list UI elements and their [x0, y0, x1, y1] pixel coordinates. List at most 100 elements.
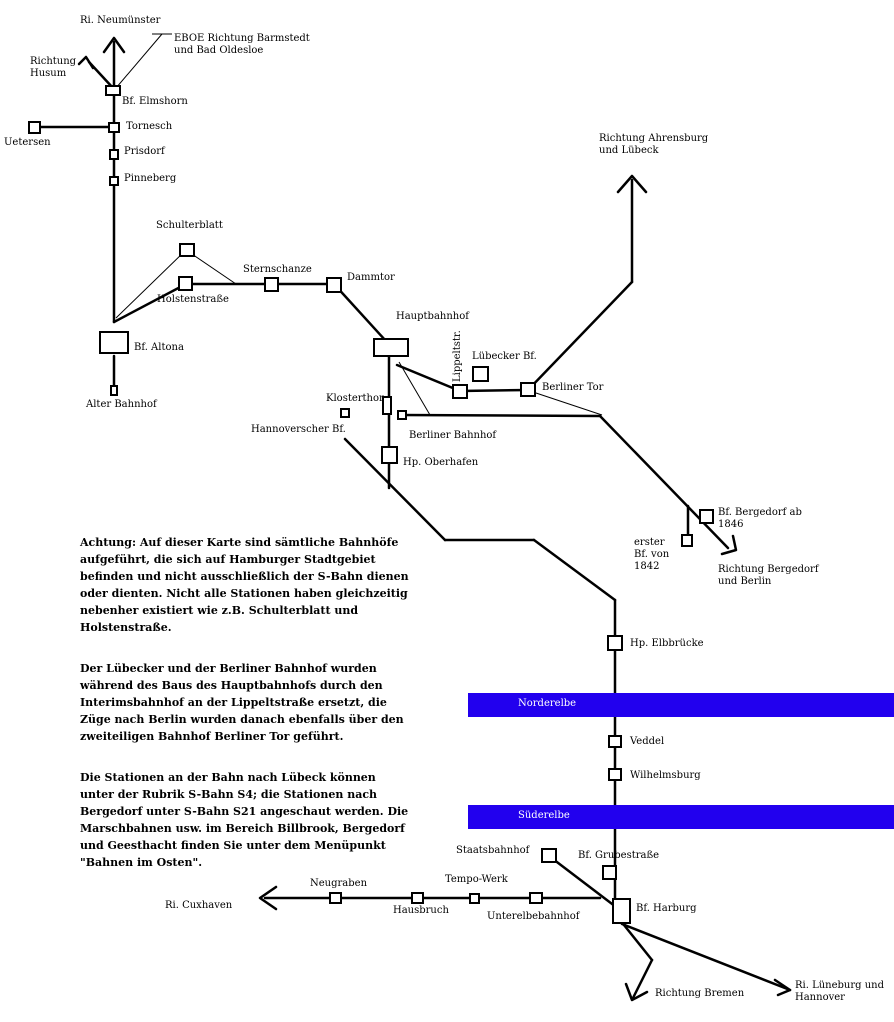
- station-marker-holstenstrasse: [178, 276, 193, 291]
- station-marker-prisdorf: [109, 149, 119, 160]
- station-marker-schulterblatt: [179, 243, 195, 257]
- direction-label-neumuenster: Ri. Neumünster: [80, 15, 161, 26]
- station-marker-dammtor: [326, 277, 342, 293]
- direction-label-eboe: EBOE Richtung Barmstedt und Bad Oldesloe: [174, 33, 310, 56]
- station-marker-berliner-bahnhof: [397, 410, 407, 420]
- direction-label-cuxhaven: Ri. Cuxhaven: [165, 900, 233, 911]
- station-marker-hannoverscher-bf: [340, 408, 350, 418]
- station-label-neugraben: Neugraben: [310, 878, 368, 889]
- station-label-klosterthor: Klosterthor: [326, 393, 384, 404]
- station-marker-grubestrasse: [602, 865, 617, 880]
- station-label-hausbruch: Hausbruch: [393, 905, 449, 916]
- arrow-cuxhaven: [258, 885, 278, 911]
- station-marker-alter-bahnhof: [110, 385, 118, 396]
- arrow-husum: [77, 55, 95, 70]
- line-hbf-berliner-bahnhof: [398, 361, 431, 416]
- arrow-lueneburg: [773, 978, 792, 997]
- direction-label-husum: Richtung Husum: [30, 56, 77, 79]
- station-label-prisdorf: Prisdorf: [124, 146, 165, 157]
- station-marker-elbbruecke: [607, 635, 623, 651]
- line-lippelt-berlinertor: [458, 388, 530, 393]
- station-label-veddel: Veddel: [630, 736, 665, 747]
- station-label-elmshorn: Bf. Elmshorn: [122, 96, 188, 107]
- station-marker-bergedorf: [699, 509, 714, 524]
- direction-label-bergedorf-berlin: Richtung Bergedorf und Berlin: [718, 564, 819, 587]
- line-eboe: [115, 33, 163, 89]
- station-label-hannoverscher-bf: Hannoverscher Bf.: [251, 424, 346, 435]
- line-hbf-lippelt: [395, 363, 462, 393]
- line-bergedorf: [598, 414, 730, 550]
- station-marker-unterelbebahnhof: [529, 892, 543, 904]
- station-marker-lippeltstr: [452, 384, 468, 399]
- station-marker-tornesch: [108, 122, 120, 133]
- line-lueneburg: [620, 922, 792, 992]
- station-marker-klosterthor: [382, 396, 392, 415]
- station-label-pinneberg: Pinneberg: [124, 173, 177, 184]
- station-marker-altona: [99, 331, 129, 354]
- station-marker-hausbruch: [411, 892, 424, 904]
- station-label-altona: Bf. Altona: [134, 342, 184, 353]
- line-dammtor-hbf: [332, 282, 387, 342]
- station-label-uetersen: Uetersen: [4, 137, 51, 148]
- station-label-hauptbahnhof: Hauptbahnhof: [396, 311, 469, 322]
- station-label-tornesch: Tornesch: [126, 121, 173, 132]
- line-berlinertor-north: [526, 280, 634, 392]
- station-marker-staatsbahnhof: [541, 848, 557, 863]
- river-label-suederelbe: Süderelbe: [518, 810, 570, 821]
- station-marker-berliner-tor: [520, 382, 536, 397]
- station-label-lippeltstr: Lippeltstr.: [452, 330, 463, 382]
- station-label-holstenstrasse: Holstenstraße: [157, 294, 229, 305]
- station-label-unterelbebahnhof: Unterelbebahnhof: [487, 911, 580, 922]
- station-label-alter-bahnhof: Alter Bahnhof: [86, 399, 157, 410]
- line-elbe-bend: [532, 538, 617, 602]
- line-bremen-1: [618, 918, 654, 962]
- station-label-staatsbahnhof: Staatsbahnhof: [456, 845, 530, 856]
- direction-label-ahrensburg: Richtung Ahrensburg und Lübeck: [599, 133, 709, 156]
- arrow-neumuenster: [102, 36, 126, 54]
- direction-label-bremen: Richtung Bremen: [655, 988, 745, 999]
- line-bremen-2: [631, 958, 654, 1000]
- station-marker-luebecker-bf: [472, 366, 489, 382]
- station-marker-neugraben: [329, 892, 342, 904]
- river-suederelbe: Süderelbe: [468, 805, 894, 829]
- station-marker-oberhafen: [381, 446, 398, 464]
- station-label-luebecker-bf: Lübecker Bf.: [472, 351, 537, 362]
- station-label-harburg: Bf. Harburg: [636, 903, 697, 914]
- line-hannoverscher-elbe: [343, 437, 447, 542]
- station-label-schulterblatt: Schulterblatt: [156, 220, 223, 231]
- station-label-dammtor: Dammtor: [347, 272, 395, 283]
- station-marker-pinneberg: [109, 176, 119, 186]
- arrow-bremen: [624, 982, 649, 1002]
- line-berliner-bahnhof: [398, 413, 602, 418]
- line-schulterblatt-1: [115, 249, 187, 319]
- station-label-wilhelmsburg: Wilhelmsburg: [630, 770, 701, 781]
- note-paragraph-2: Der Lübecker und der Berliner Bahnhof wu…: [80, 662, 404, 743]
- line-staatsbahnhof: [547, 854, 622, 912]
- station-markers: [28, 85, 714, 924]
- station-marker-erster-bf: [681, 534, 693, 547]
- station-marker-wilhelmsburg: [608, 768, 622, 781]
- river-norderelbe: Norderelbe: [468, 693, 894, 717]
- station-label-erster-bf: erster Bf. von 1842: [634, 537, 670, 572]
- station-marker-harburg: [612, 898, 631, 924]
- river-label-norderelbe: Norderelbe: [518, 698, 577, 709]
- station-marker-sternschanze: [264, 277, 279, 292]
- arrow-bergedorf: [720, 534, 738, 556]
- station-label-berliner-bahnhof: Berliner Bahnhof: [409, 430, 497, 441]
- station-marker-elmshorn: [105, 85, 121, 96]
- station-marker-tempo-werk: [469, 893, 480, 904]
- station-label-sternschanze: Sternschanze: [243, 264, 312, 275]
- note-paragraph-1: Achtung: Auf dieser Karte sind sämtliche…: [80, 536, 409, 634]
- line-altona-holstenstrasse: [112, 282, 188, 324]
- station-label-grubestrasse: Bf. Grubestraße: [578, 850, 660, 861]
- station-marker-veddel: [608, 735, 622, 748]
- station-label-bergedorf: Bf. Bergedorf ab 1846: [718, 507, 802, 530]
- station-marker-hauptbahnhof: [373, 338, 409, 357]
- note-paragraph-3: Die Stationen an der Bahn nach Lübeck kö…: [80, 771, 409, 869]
- direction-label-lueneburg: Ri. Lüneburg und Hannover: [795, 980, 885, 1003]
- station-label-elbbruecke: Hp. Elbbrücke: [630, 638, 704, 649]
- station-label-oberhafen: Hp. Oberhafen: [403, 457, 479, 468]
- station-marker-uetersen: [28, 121, 41, 134]
